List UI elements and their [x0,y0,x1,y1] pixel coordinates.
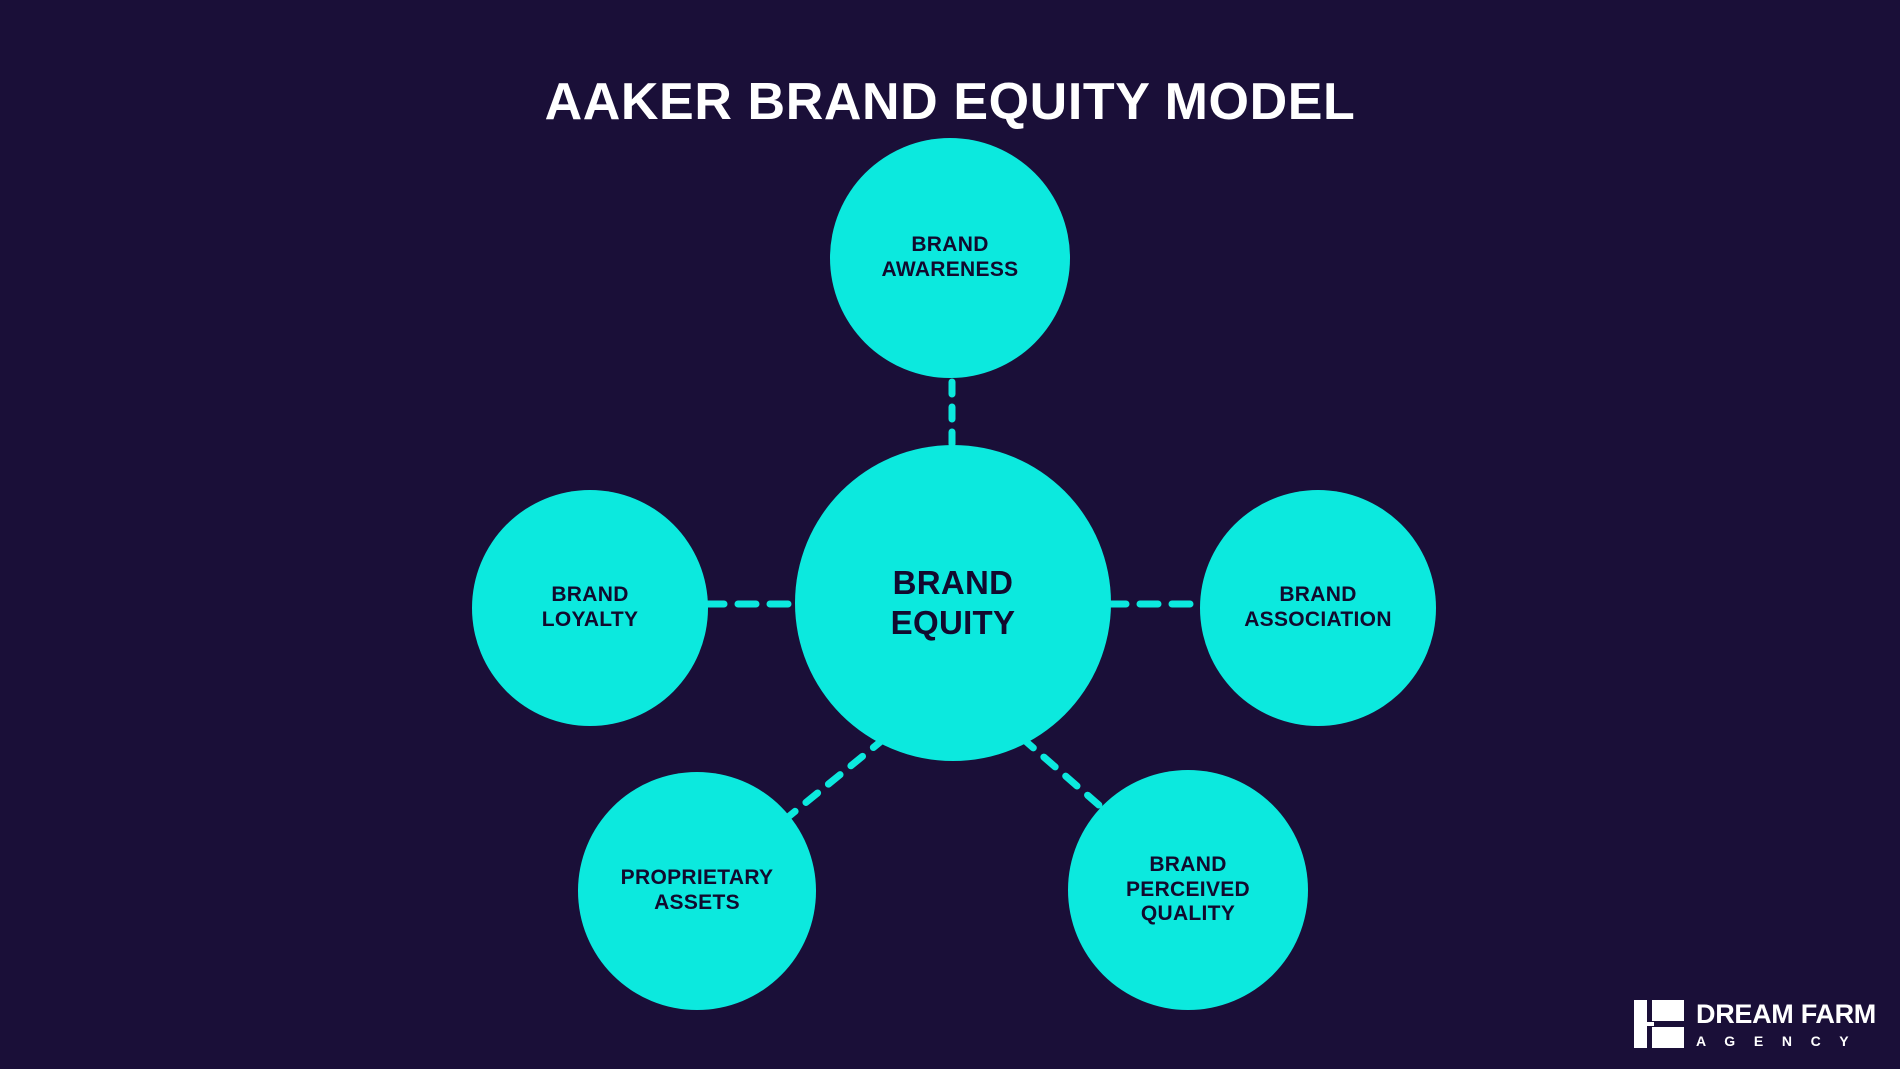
node-brand-awareness-label: BRAND AWARENESS [881,233,1019,281]
node-brand-equity-label: BRAND EQUITY [890,563,1016,641]
split-rectangle-icon [1634,1000,1684,1048]
logo-subtitle: A G E N C Y [1696,1032,1856,1049]
node-proprietary-assets-label: PROPRIETARY ASSETS [620,866,774,914]
logo: DREAM FARM A G E N C Y [1634,1000,1876,1048]
logo-wordmark: DREAM FARM A G E N C Y [1696,998,1876,1049]
node-brand-perceived-quality[interactable]: BRAND PERCEIVED QUALITY [1068,770,1308,1010]
node-brand-awareness[interactable]: BRAND AWARENESS [830,138,1070,378]
node-brand-association-label: BRAND ASSOCIATION [1244,583,1392,631]
node-brand-perceived-quality-label: BRAND PERCEIVED QUALITY [1125,852,1251,926]
logo-name: DREAM FARM [1696,998,1876,1029]
node-brand-loyalty[interactable]: BRAND LOYALTY [472,490,708,726]
node-brand-equity[interactable]: BRAND EQUITY [795,445,1111,761]
node-brand-loyalty-label: BRAND LOYALTY [541,583,639,631]
page-title: AAKER BRAND EQUITY MODEL [544,72,1356,131]
connector-proprietary-assets [778,734,889,826]
node-brand-association[interactable]: BRAND ASSOCIATION [1200,490,1436,726]
node-proprietary-assets[interactable]: PROPRIETARY ASSETS [578,772,816,1010]
